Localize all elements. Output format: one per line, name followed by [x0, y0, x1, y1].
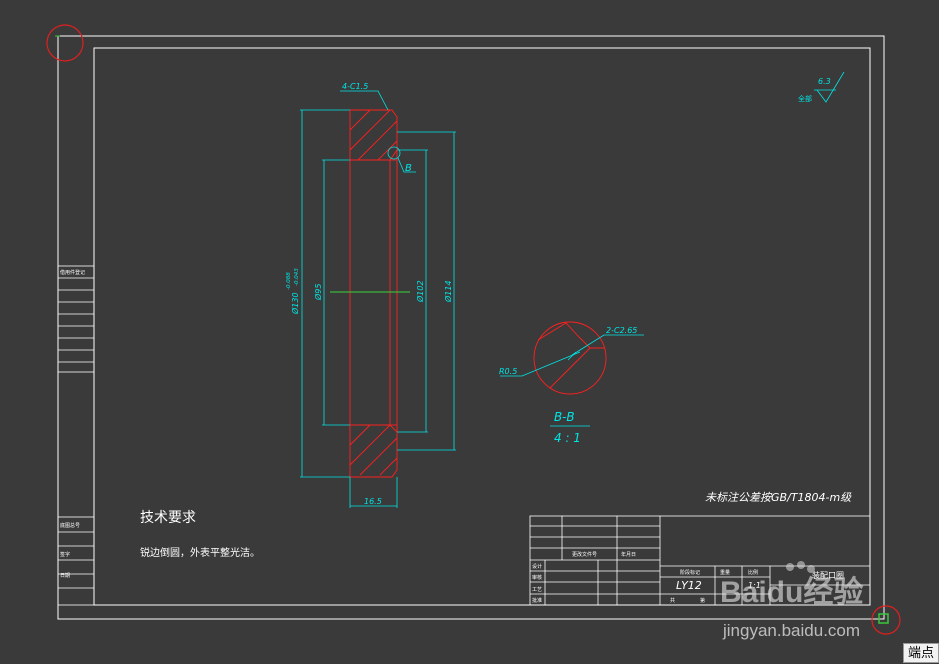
- origin-marker-circle: [46, 24, 84, 62]
- left-col-label-4: 日期: [60, 573, 70, 579]
- title-block-grid: [529, 515, 871, 606]
- tech-req-text: 锐边倒圆，外表平整光洁。: [140, 546, 260, 559]
- dim-outer-tol-upper: -0.088: [286, 272, 292, 290]
- snap-tooltip: 端点: [903, 643, 939, 663]
- tb-label-weight: 重量: [720, 569, 730, 576]
- snap-marker-circle: [871, 605, 901, 635]
- dimension-lines: [300, 90, 456, 508]
- part-body-outline: [349, 150, 398, 432]
- tb-label-approve: 批准: [532, 597, 542, 604]
- detail-chamfer-note: 2-C2.65: [606, 326, 637, 335]
- detail-profile: [537, 322, 604, 389]
- left-col-label-2: 底图总号: [60, 522, 80, 529]
- dim-outer-diameter: Ø130: [290, 292, 300, 315]
- tb-label-scale: 比例: [748, 569, 758, 576]
- dim-outer-tol-lower: -0.043: [294, 268, 300, 286]
- tb-label-mark: 阶段标记: [680, 569, 700, 576]
- dim-102: Ø102: [415, 280, 425, 303]
- left-col-label-3: 签字: [60, 551, 70, 558]
- tb-label-review: 审核: [532, 574, 542, 581]
- detail-scale: 4 : 1: [554, 431, 581, 445]
- detail-leaders: [500, 334, 644, 377]
- chamfer-note: 4-C1.5: [342, 82, 368, 91]
- dim-114: Ø114: [443, 280, 453, 303]
- tb-label-change: 更改文件号: [572, 551, 597, 558]
- lower-section-hatch: [349, 424, 398, 478]
- detail-circle: [533, 321, 607, 395]
- dim-width: 16.5: [364, 497, 382, 506]
- tb-label-process: 工艺: [532, 587, 542, 593]
- sheet-inner-border: [93, 47, 871, 606]
- roughness-symbol: [814, 71, 845, 103]
- tolerance-note: 未标注公差按GB/T1804-m级: [705, 491, 852, 504]
- material-value: LY12: [676, 579, 702, 592]
- detail-view-b[interactable]: [500, 321, 644, 395]
- scale-value: 1:1: [748, 581, 761, 590]
- upper-section-hatch: [349, 109, 398, 161]
- sheet-outer-frame: [57, 35, 885, 620]
- detail-radius-note: R0.5: [499, 367, 517, 376]
- dim-95: Ø95: [313, 284, 323, 301]
- part-section-view[interactable]: [330, 109, 410, 478]
- tb-label-count: 共: [670, 597, 675, 604]
- tb-label-date: 年月日: [621, 551, 636, 558]
- roughness-label: 全部: [798, 94, 812, 103]
- left-registration-column: [57, 265, 95, 606]
- endpoint-snap-icon[interactable]: [878, 613, 889, 624]
- roughness-value: 6.3: [818, 77, 831, 86]
- part-name: 装配口圈: [812, 570, 844, 580]
- detail-title: B-B: [554, 410, 575, 424]
- tech-req-title: 技术要求: [140, 510, 196, 526]
- tb-label-sheet: 第: [700, 597, 705, 604]
- left-col-label-1: 借用件登记: [60, 269, 85, 276]
- detail-ref-b: B: [405, 163, 412, 174]
- tb-label-design: 设计: [532, 563, 542, 570]
